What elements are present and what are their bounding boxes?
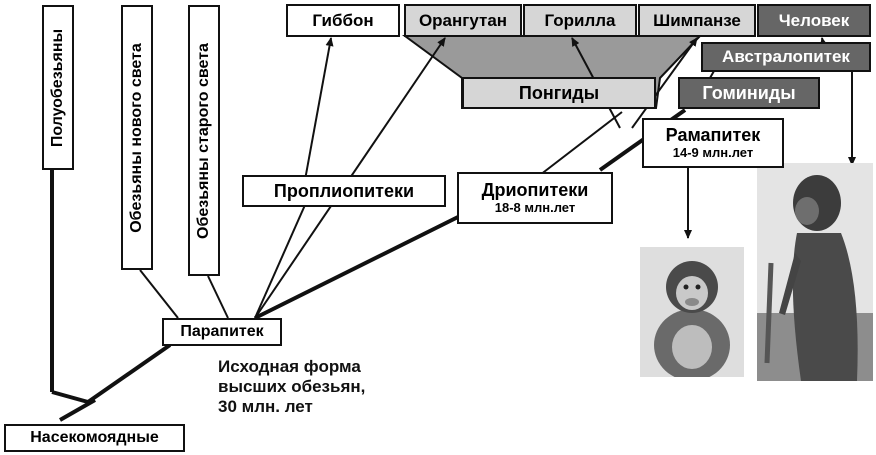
old-world-monkeys-label: Обезьяны старого света [195, 42, 212, 239]
chimpanzee-box: Шимпанзе [638, 4, 756, 37]
ramapithecus-box: Рамапитек 14-9 млн.лет [642, 118, 784, 168]
branch-to-chimpanzee [631, 37, 698, 129]
origin-note-line1: Исходная форма [218, 357, 361, 376]
trunk-bend [51, 390, 89, 404]
ramapithecus-photo [640, 247, 744, 377]
pongids-box: Понгиды [462, 77, 656, 109]
hominids-box: Гоминиды [678, 77, 820, 109]
ramapithecus-label: Рамапитек [665, 125, 761, 146]
new-world-monkeys-box: Обезьяны нового света [121, 5, 153, 270]
branch-new-world [139, 269, 179, 319]
dryopithecus-box: Дриопитеки 18-8 млн.лет [457, 172, 613, 224]
orangutan-box: Орангутан [404, 4, 522, 37]
parapithecus-box: Парапитек [162, 318, 282, 346]
australopithecus-box: Австралопитек [701, 42, 871, 72]
origin-note: Исходная форма высших обезьян, 30 млн. л… [218, 357, 365, 417]
australopithecus-photo [757, 163, 873, 381]
propliopithecus-box: Проплиопитеки [242, 175, 446, 207]
dryopithecus-label: Дриопитеки [481, 180, 589, 201]
ramapithecus-age: 14-9 млн.лет [672, 144, 754, 160]
trunk-to-parapithecus [86, 343, 172, 404]
new-world-monkeys-label: Обезьяны нового света [128, 42, 145, 233]
insectivores-box: Насекомоядные [4, 424, 185, 452]
branch-to-dryopithecus [254, 213, 463, 320]
gorilla-box: Горилла [523, 4, 637, 37]
branch-to-propliopithecus [254, 204, 306, 319]
prosimians-label: Полуобезьяны [49, 28, 66, 147]
origin-note-line3: 30 млн. лет [218, 397, 313, 416]
old-world-monkeys-box: Обезьяны старого света [188, 5, 220, 276]
branch-old-world [207, 275, 229, 319]
prosimians-box: Полуобезьяны [42, 5, 74, 170]
gibbon-box: Гиббон [286, 4, 400, 37]
propliopithecus-to-gibbon [304, 37, 334, 181]
dryopithecus-age: 18-8 млн.лет [494, 199, 576, 215]
branch-to-pongids [539, 111, 623, 176]
origin-note-line2: высших обезьян, [218, 377, 366, 396]
human-box: Человек [757, 4, 871, 37]
